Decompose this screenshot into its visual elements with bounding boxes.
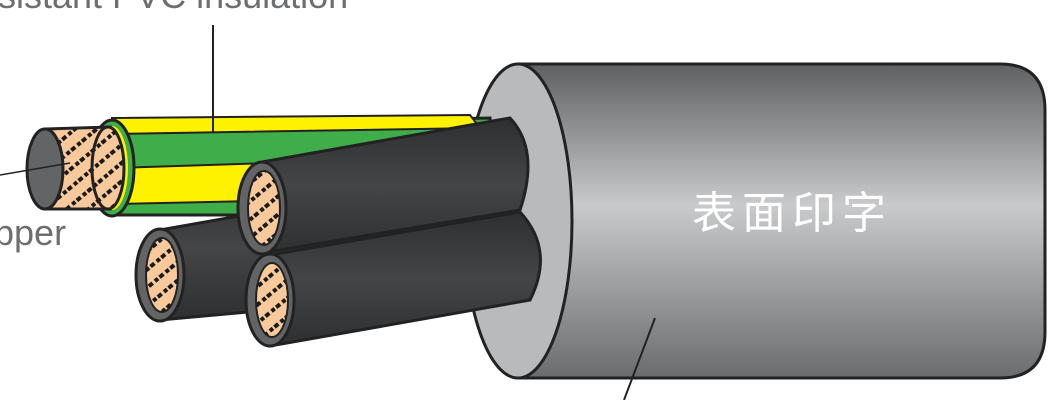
core-lower-right xyxy=(244,210,542,348)
conductor-label: pper xyxy=(0,212,66,253)
core-upper xyxy=(236,116,530,256)
conductor-leader-line xyxy=(0,162,71,176)
surface-print-label: 表面印字 xyxy=(692,188,892,239)
insulation-label: sistant PVC insulation xyxy=(0,0,348,16)
copper-conductor xyxy=(25,125,126,211)
sheath-leader-line xyxy=(623,317,656,400)
